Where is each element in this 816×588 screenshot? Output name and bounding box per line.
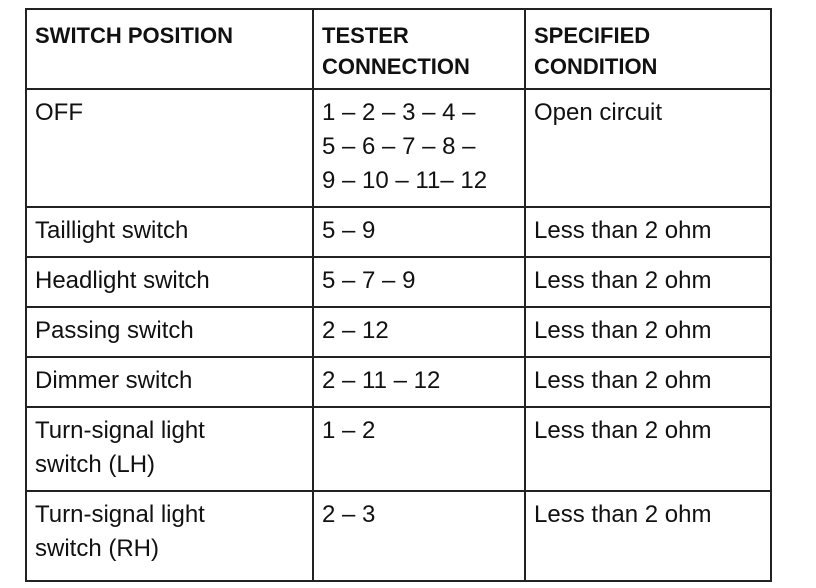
header-row: SWITCH POSITION TESTER CONNECTION SPECIF…: [25, 8, 772, 90]
specified-condition-cell: Open circuit: [524, 88, 772, 208]
tester-connection-cell: 2 – 3: [312, 490, 526, 582]
table-row: Passing switch 2 – 12 Less than 2 ohm: [25, 306, 772, 358]
specified-condition-cell: Less than 2 ohm: [524, 256, 772, 308]
table-row: Turn-signal light switch (LH) 1 – 2 Less…: [25, 406, 772, 492]
specified-condition-cell: Less than 2 ohm: [524, 306, 772, 358]
specified-condition-cell: Less than 2 ohm: [524, 406, 772, 492]
switch-position-cell: Passing switch: [25, 306, 314, 358]
switch-position-cell: Taillight switch: [25, 206, 314, 258]
table-row: Turn-signal light switch (RH) 2 – 3 Less…: [25, 490, 772, 582]
tester-connection-cell: 2 – 12: [312, 306, 526, 358]
specified-condition-cell: Less than 2 ohm: [524, 356, 772, 408]
switch-position-cell: Turn-signal light switch (RH): [25, 490, 314, 582]
specified-condition-cell: Less than 2 ohm: [524, 206, 772, 258]
switch-position-cell: OFF: [25, 88, 314, 208]
tester-connection-cell: 1 – 2 – 3 – 4 – 5 – 6 – 7 – 8 – 9 – 10 –…: [312, 88, 526, 208]
header-specified-condition: SPECIFIED CONDITION: [524, 8, 772, 90]
switch-position-cell: Turn-signal light switch (LH): [25, 406, 314, 492]
tester-connection-cell: 5 – 9: [312, 206, 526, 258]
switch-test-table: SWITCH POSITION TESTER CONNECTION SPECIF…: [25, 8, 772, 582]
switch-position-cell: Headlight switch: [25, 256, 314, 308]
table-row: Dimmer switch 2 – 11 – 12 Less than 2 oh…: [25, 356, 772, 408]
switch-position-cell: Dimmer switch: [25, 356, 314, 408]
table-row: Taillight switch 5 – 9 Less than 2 ohm: [25, 206, 772, 258]
specified-condition-cell: Less than 2 ohm: [524, 490, 772, 582]
tester-connection-cell: 2 – 11 – 12: [312, 356, 526, 408]
tester-connection-cell: 1 – 2: [312, 406, 526, 492]
header-switch-position: SWITCH POSITION: [25, 8, 314, 90]
header-tester-connection: TESTER CONNECTION: [312, 8, 526, 90]
tester-connection-cell: 5 – 7 – 9: [312, 256, 526, 308]
table-row: OFF 1 – 2 – 3 – 4 – 5 – 6 – 7 – 8 – 9 – …: [25, 88, 772, 208]
table-row: Headlight switch 5 – 7 – 9 Less than 2 o…: [25, 256, 772, 308]
